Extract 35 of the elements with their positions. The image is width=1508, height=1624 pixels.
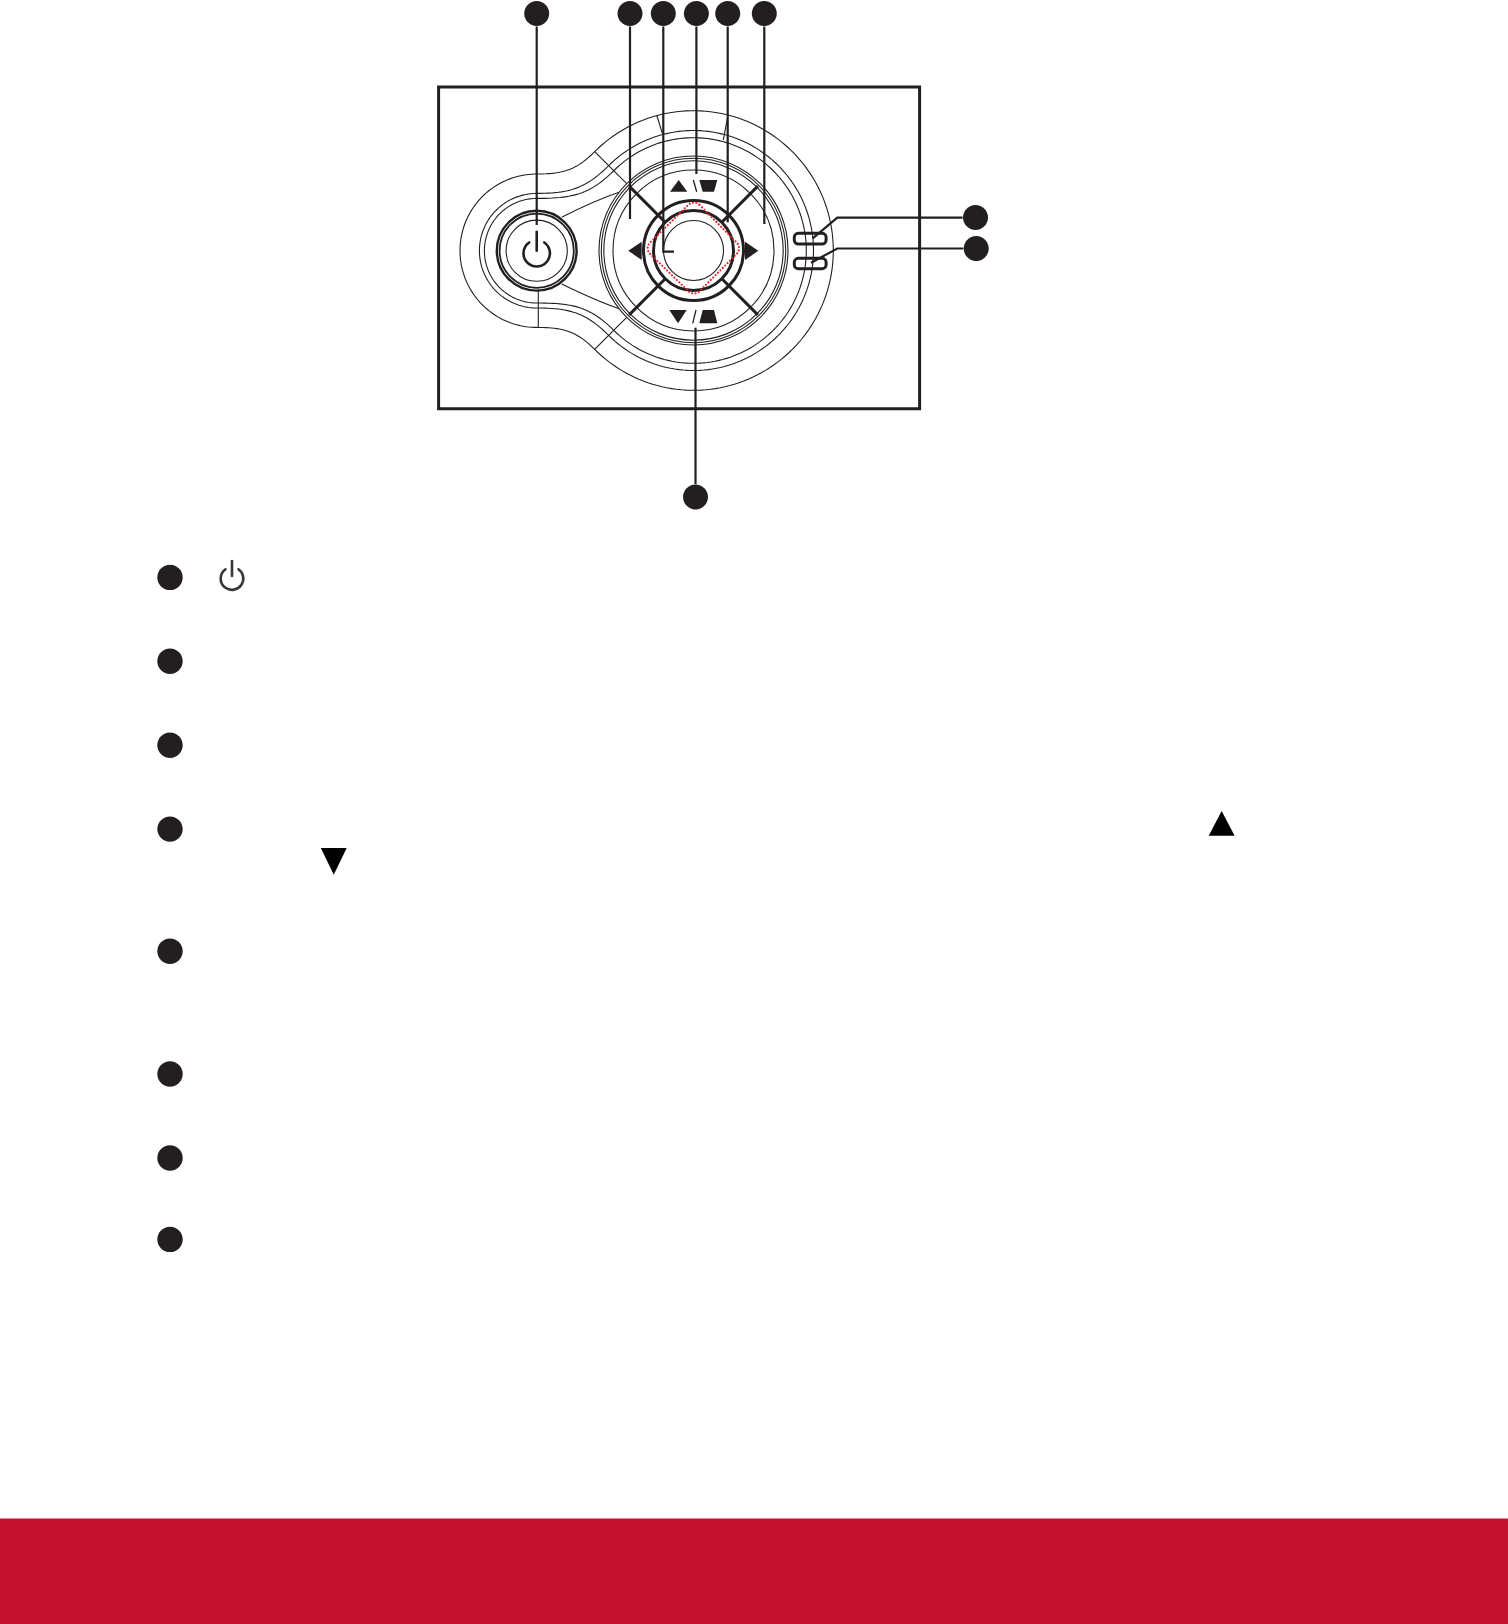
callout-dot — [715, 1, 741, 27]
leader-line — [662, 26, 674, 253]
leader-line — [763, 26, 766, 224]
leader-line — [628, 26, 632, 219]
callout-dot — [157, 1061, 183, 1087]
callout-dot — [157, 732, 183, 758]
indicator-light — [792, 256, 828, 271]
left-button — [603, 186, 642, 315]
callout-dot — [157, 1145, 183, 1171]
callout-dot — [524, 1, 550, 27]
leader-line — [726, 26, 729, 223]
leader-line — [694, 327, 697, 485]
callout-dot — [157, 648, 183, 674]
callout-dot — [751, 1, 777, 27]
callout-dot — [963, 205, 988, 231]
callout-dot — [963, 236, 989, 261]
callout-dot — [683, 484, 708, 510]
callout-dot — [650, 1, 676, 27]
callout-dot — [617, 1, 643, 27]
down-button — [629, 309, 758, 341]
right-button — [745, 186, 784, 315]
center-button — [652, 209, 735, 292]
leader-line — [695, 26, 698, 174]
callout-dot — [157, 816, 183, 842]
callout-dot — [157, 564, 183, 591]
leader-line — [812, 216, 963, 240]
callout-dot — [683, 1, 709, 27]
up-button — [629, 160, 758, 193]
power-button — [495, 209, 578, 292]
button-ring — [642, 199, 745, 302]
leader-line — [535, 26, 538, 225]
callout-dot — [157, 938, 183, 964]
indicator-light — [792, 231, 828, 246]
leader-line — [810, 247, 964, 264]
callout-dot — [157, 1226, 183, 1253]
